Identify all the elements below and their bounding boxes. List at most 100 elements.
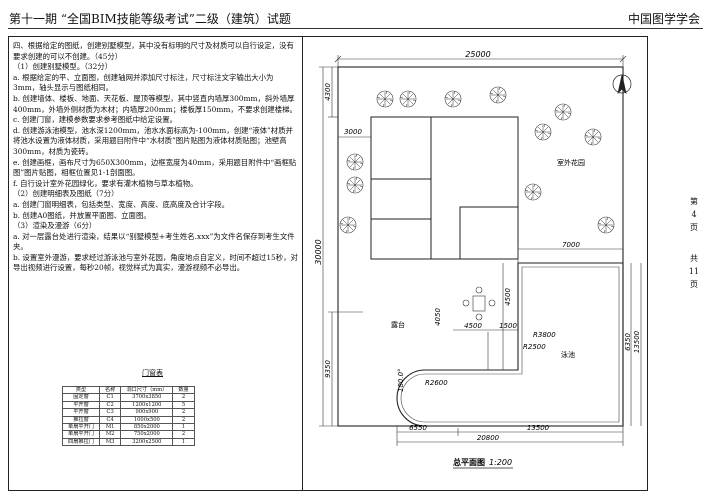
table-cell: 2 <box>172 415 195 425</box>
pool-outline <box>396 262 624 427</box>
dimension-label: 7000 <box>562 241 580 249</box>
table-cell: 3700x3850 <box>120 393 174 402</box>
instruction-line: a. 对一层露台处进行渲染，结果以“别墅模型+考生姓名.xxx”为文件名保存到考… <box>13 231 295 252</box>
table-header-cell: 名称 <box>98 385 122 395</box>
page-header-org: 中国图学学会 <box>627 12 700 26</box>
dimension-label: R3800 <box>533 331 556 339</box>
table-header-cell: 数量 <box>172 385 195 395</box>
table-cell: 2 <box>172 393 195 402</box>
table-cell: 四扇推拉门 <box>62 437 100 447</box>
pool-dimensions <box>453 245 642 426</box>
instruction-line: a. 根据给定的平、立面图，创建轴网并添加尺寸标注，尺寸标注文字输出大小为3mm… <box>13 72 274 93</box>
dimension-label: R2600 <box>425 379 448 387</box>
north-arrow-icon <box>612 74 632 95</box>
header-rule <box>8 28 703 29</box>
drawing-frame <box>8 36 648 491</box>
table-cell: 2 <box>172 408 195 417</box>
dimension-label: 3000 <box>344 128 362 136</box>
page-label-char: 页 <box>690 223 698 232</box>
plan-title: 总平面图 <box>453 457 485 467</box>
tree-icon <box>346 176 364 194</box>
table-cell: C2 <box>98 400 122 410</box>
tree-icon <box>597 216 615 234</box>
garden-label: 室外花园 <box>557 158 585 167</box>
frame-divider <box>302 36 303 491</box>
table-cell: M2 <box>98 430 122 439</box>
dimension-label: 4500 <box>464 322 482 330</box>
instruction-line: b. 设置室外漫游，要求经过游泳池与室外花园，角度地点自定义，时间不超过15秒，… <box>13 252 298 273</box>
table-header-cell: 洞口尺寸（mm） <box>120 385 174 395</box>
table-cell: 1 <box>172 423 195 432</box>
table-cell: 单扇平开门 <box>62 430 100 439</box>
dimension-label: 4300 <box>324 83 332 101</box>
instruction-line: 四、根据给定的图纸，创建别墅模型，其中没有标明的尺寸及材质可以自行设定，没有要求… <box>13 41 294 61</box>
building-outline <box>370 116 519 260</box>
page-header-title: 第十一期 “全国BIM技能等级考试”二级（建筑）试题 <box>9 12 291 26</box>
dimension-label: 30000 <box>314 239 323 264</box>
table-cell: M3 <box>98 437 122 447</box>
total-label-char: 共 <box>690 254 698 263</box>
instructions-text: 四、根据给定的图纸，创建别墅模型，其中没有标明的尺寸及材质可以自行设定，没有要求… <box>13 41 298 274</box>
dimension-bottom <box>396 426 624 446</box>
table-cell: 2 <box>172 430 195 439</box>
table-header-cell: 类型 <box>62 385 100 395</box>
table-cell: C4 <box>98 415 122 425</box>
table-cell: 固定窗 <box>62 393 100 402</box>
table-cell: 3200x2500 <box>120 437 174 447</box>
tree-icon <box>399 90 417 108</box>
instruction-line: e. 创建画框，画布尺寸为650X300mm，边框宽度为40mm，采用题目附件中… <box>13 157 297 178</box>
table-cell: M1 <box>98 423 122 432</box>
table-cell: 900x900 <box>120 408 174 417</box>
table-cell: 单扇平开门 <box>62 423 100 432</box>
table-cell: 750x2000 <box>120 430 174 439</box>
dimension-left <box>319 66 363 427</box>
dimension-label: 4050 <box>434 308 442 326</box>
dimension-label: 1500 <box>499 322 517 330</box>
instruction-line: a. 创建门窗明细表，包括类型、宽度、高度、底高度及合计字段。 <box>13 199 230 209</box>
dimension-label: R2500 <box>523 343 546 351</box>
tree-icon <box>584 128 602 146</box>
table-cell: 5 <box>172 400 195 410</box>
instruction-line: d. 创建游泳池模型，池水深1200mm，池水水面标高为-100mm，创建“液体… <box>13 125 293 156</box>
dimension-label: 13500 <box>527 424 550 432</box>
instruction-line: c. 创建门窗，建模参数要求参考图纸中给定设置。 <box>13 115 178 125</box>
dimension-label: 6550 <box>409 424 427 432</box>
plan-scale: 1:200 <box>489 458 512 467</box>
tree-icon <box>554 103 572 121</box>
door-table-title: 门窗表 <box>142 369 163 377</box>
instruction-line: f. 自行设计室外花园绿化，要求有灌木植物与草本植物。 <box>13 178 198 188</box>
dimension-label: 13500 <box>633 330 641 353</box>
table-cell: 850x2000 <box>120 423 174 432</box>
dimension-top <box>334 55 627 67</box>
pool-label: 泳池 <box>561 350 575 359</box>
page-number: 4 <box>691 210 697 219</box>
table-cell: 1000x500 <box>120 415 174 425</box>
table-cell: C1 <box>98 393 122 402</box>
tree-icon <box>346 153 364 171</box>
tree-icon <box>339 216 357 234</box>
total-pages: 11 <box>688 267 700 276</box>
instruction-line: b. 创建墙体、楼板、地面、天花板、屋顶等模型，其中竖直内墙厚300mm，斜外墙… <box>13 93 297 114</box>
dimension-label: 20800 <box>477 434 500 442</box>
terrace-furniture <box>462 286 496 321</box>
table-cell: 平开窗 <box>62 400 100 410</box>
page-label-char: 第 <box>690 197 698 206</box>
instruction-line: （2）创建明细表及图纸（7分） <box>13 189 119 199</box>
table-cell: C3 <box>98 408 122 417</box>
table-cell: 推拉窗 <box>62 415 100 425</box>
page-counter: 第 4 页 共 11 页 <box>685 195 703 291</box>
terrace-label: 露台 <box>391 320 405 329</box>
site-boundary <box>337 66 624 427</box>
dimension-label: 6350 <box>624 333 632 351</box>
instruction-line: （3）渲染及漫游（6分） <box>13 221 97 231</box>
dimension-label: 25000 <box>465 50 490 59</box>
dimension-label: 4500 <box>504 288 512 306</box>
instruction-line: b. 创建A0图纸，并放置平面图、立面图。 <box>13 210 151 220</box>
